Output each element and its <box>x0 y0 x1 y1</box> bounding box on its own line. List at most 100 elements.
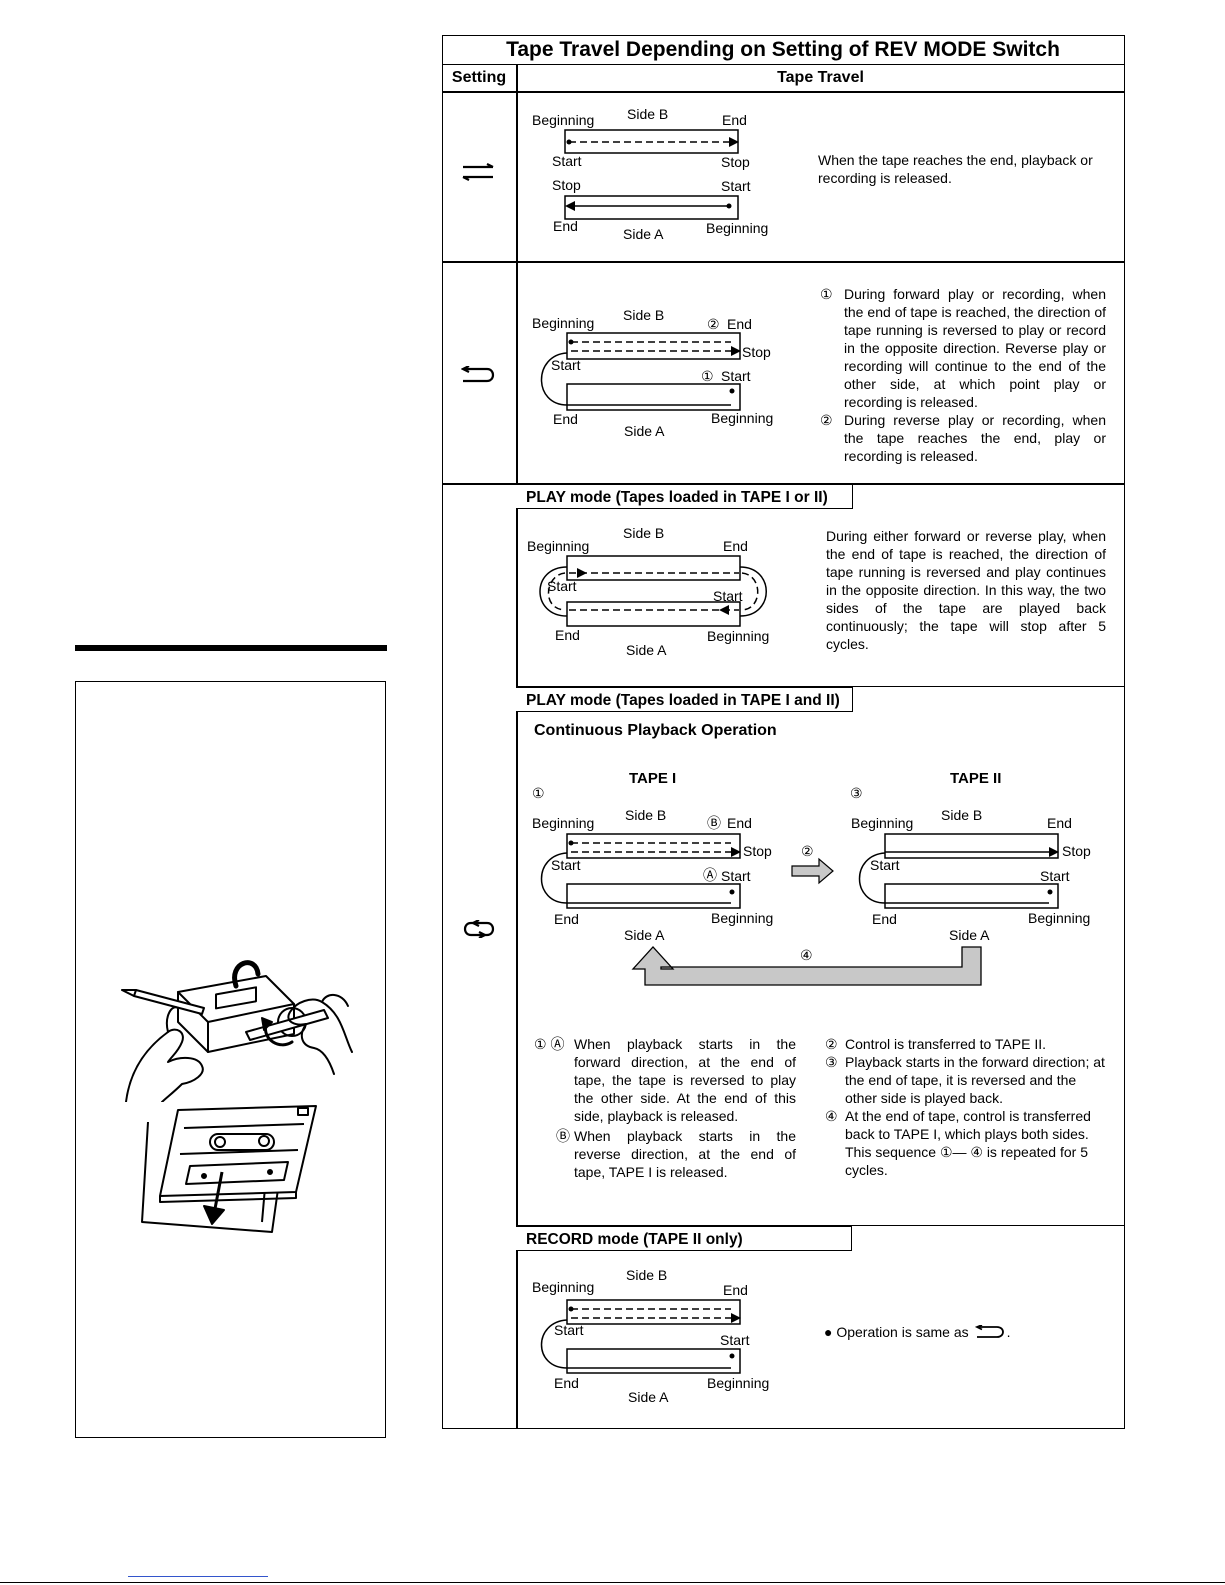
label-end: End <box>555 627 580 643</box>
label-start: Start <box>554 1322 584 1338</box>
label-circled-2: ② <box>707 316 720 332</box>
tape1-label: TAPE I <box>629 770 676 787</box>
one-way-icon <box>462 163 494 181</box>
tape2-label: TAPE II <box>950 770 1001 787</box>
label-end: End <box>723 1282 748 1298</box>
label-circled-1: ① <box>532 785 545 801</box>
label-circled-2: ② <box>801 843 814 859</box>
row2-tape-diagram: Beginning Side B ② End Stop Start ① Star… <box>532 307 773 439</box>
play1-description: During either forward or reverse play, w… <box>826 528 1106 652</box>
play2-left-item-2-text: When playback starts in the reverse dire… <box>574 1128 796 1180</box>
continuous-reverse-icon <box>463 920 495 938</box>
label-beginning: Beginning <box>707 628 769 644</box>
label-side-a: Side A <box>624 423 665 439</box>
label-circled-a: Ⓐ <box>703 867 717 883</box>
label-stop: Stop <box>742 344 771 360</box>
page-bottom-link-underline <box>128 1576 268 1577</box>
play2-left-item-2: Ⓑ When playback starts in the reverse di… <box>534 1127 796 1181</box>
row2-item-1-num: ① <box>820 286 833 302</box>
label-beginning: Beginning <box>532 1279 594 1295</box>
play2-right-item-2: ③ Playback starts in the forward directi… <box>825 1053 1107 1107</box>
row2-item-1-text: During forward play or recording, when t… <box>844 286 1106 410</box>
label-start: Start <box>721 368 751 384</box>
play2-right-item-1-text: Control is transferred to TAPE II. <box>845 1036 1047 1052</box>
label-start: Start <box>721 868 751 884</box>
play2-right-notes: ② Control is transferred to TAPE II. ③ P… <box>825 1035 1107 1179</box>
label-side-b: Side B <box>623 525 664 541</box>
label-start: Start <box>552 153 582 169</box>
play2-right-item-2-text: Playback starts in the forward direction… <box>845 1054 1105 1106</box>
label-stop: Stop <box>552 177 581 193</box>
play-mode-2-heading: PLAY mode (Tapes loaded in TAPE I and II… <box>516 687 853 712</box>
row1-divider <box>442 261 1125 263</box>
play2-divider <box>516 1225 1125 1227</box>
label-beginning: Beginning <box>527 538 589 554</box>
play2-left-item-1: ① Ⓐ When playback starts in the forward … <box>534 1035 796 1125</box>
label-beginning: Beginning <box>711 910 773 926</box>
label-start: Start <box>551 357 581 373</box>
label-circled-4: ④ <box>800 947 813 963</box>
play2-left-item-1-text: When playback starts in the forward dire… <box>574 1036 796 1124</box>
play1-divider <box>516 686 1125 688</box>
continuous-playback-heading: Continuous Playback Operation <box>534 722 777 739</box>
label-end: End <box>872 911 897 927</box>
label-stop: Stop <box>721 154 750 170</box>
side-illustration-panel <box>75 681 386 1438</box>
row2-description: ① During forward play or recording, when… <box>820 285 1106 465</box>
label-beginning: Beginning <box>707 1375 769 1391</box>
row1-description: When the tape reaches the end, playback … <box>818 152 1093 186</box>
label-end: End <box>553 218 578 234</box>
play2-left-notes: ① Ⓐ When playback starts in the forward … <box>534 1035 796 1181</box>
play2-right-item-3-text: At the end of tape, control is transferr… <box>845 1108 1091 1178</box>
label-end: End <box>723 538 748 554</box>
label-side-a: Side A <box>626 642 667 658</box>
label-side-b: Side B <box>941 807 982 823</box>
label-side-b: Side B <box>625 807 666 823</box>
label-end: End <box>554 911 579 927</box>
label-start: Start <box>547 578 577 594</box>
label-start: Start <box>551 857 581 873</box>
header-row-divider <box>442 91 1125 93</box>
label-beginning: Beginning <box>1028 910 1090 926</box>
label-start: Start <box>720 1332 750 1348</box>
play2-right-item-3: ④ At the end of tape, control is transfe… <box>825 1107 1107 1179</box>
label-side-b: Side B <box>623 307 664 323</box>
one-reverse-icon <box>974 1325 1004 1338</box>
label-end: End <box>553 411 578 427</box>
setting-column-divider <box>516 64 518 1429</box>
label-circled-b: Ⓑ <box>707 815 721 831</box>
label-beginning: Beginning <box>706 220 768 236</box>
label-circled-3: ③ <box>850 785 863 801</box>
label-beginning: Beginning <box>851 815 913 831</box>
label-beginning: Beginning <box>532 815 594 831</box>
cassette-insert-illustration <box>141 1105 317 1233</box>
play-mode-1-heading: PLAY mode (Tapes loaded in TAPE I or II) <box>516 484 853 509</box>
record-tape-diagram: Beginning Side B End Start Start End Beg… <box>532 1267 769 1405</box>
label-beginning: Beginning <box>711 410 773 426</box>
label-side-a: Side A <box>628 1389 669 1405</box>
label-side-a: Side A <box>624 927 665 943</box>
play2-left-item-1-num: ① Ⓐ <box>534 1036 565 1052</box>
play2-right-item-2-num: ③ <box>825 1054 838 1070</box>
period: . <box>1006 1324 1011 1340</box>
one-reverse-icon <box>461 366 495 383</box>
row2-item-2: ② During reverse play or recording, when… <box>820 411 1106 465</box>
record-mode-heading: RECORD mode (TAPE II only) <box>516 1226 852 1251</box>
tape-travel-table <box>442 35 1125 1429</box>
label-stop: Stop <box>743 843 772 859</box>
label-end: End <box>554 1375 579 1391</box>
label-beginning: Beginning <box>532 112 594 128</box>
row2-divider <box>442 483 1125 485</box>
play1-tape-diagram: Beginning Side B End Start Start End Beg… <box>527 525 769 658</box>
row2-item-2-num: ② <box>820 412 833 428</box>
tape-travel-column-header: Tape Travel <box>777 69 864 86</box>
label-end: End <box>722 112 747 128</box>
label-start: Start <box>713 588 743 604</box>
label-start: Start <box>1040 868 1070 884</box>
record-note-text: ● Operation is same as <box>824 1324 969 1340</box>
label-side-a: Side A <box>623 226 664 242</box>
page-bottom-line <box>0 1582 1225 1583</box>
play2-right-item-3-num: ④ <box>825 1108 838 1124</box>
label-side-b: Side B <box>627 106 668 122</box>
label-beginning: Beginning <box>532 315 594 331</box>
